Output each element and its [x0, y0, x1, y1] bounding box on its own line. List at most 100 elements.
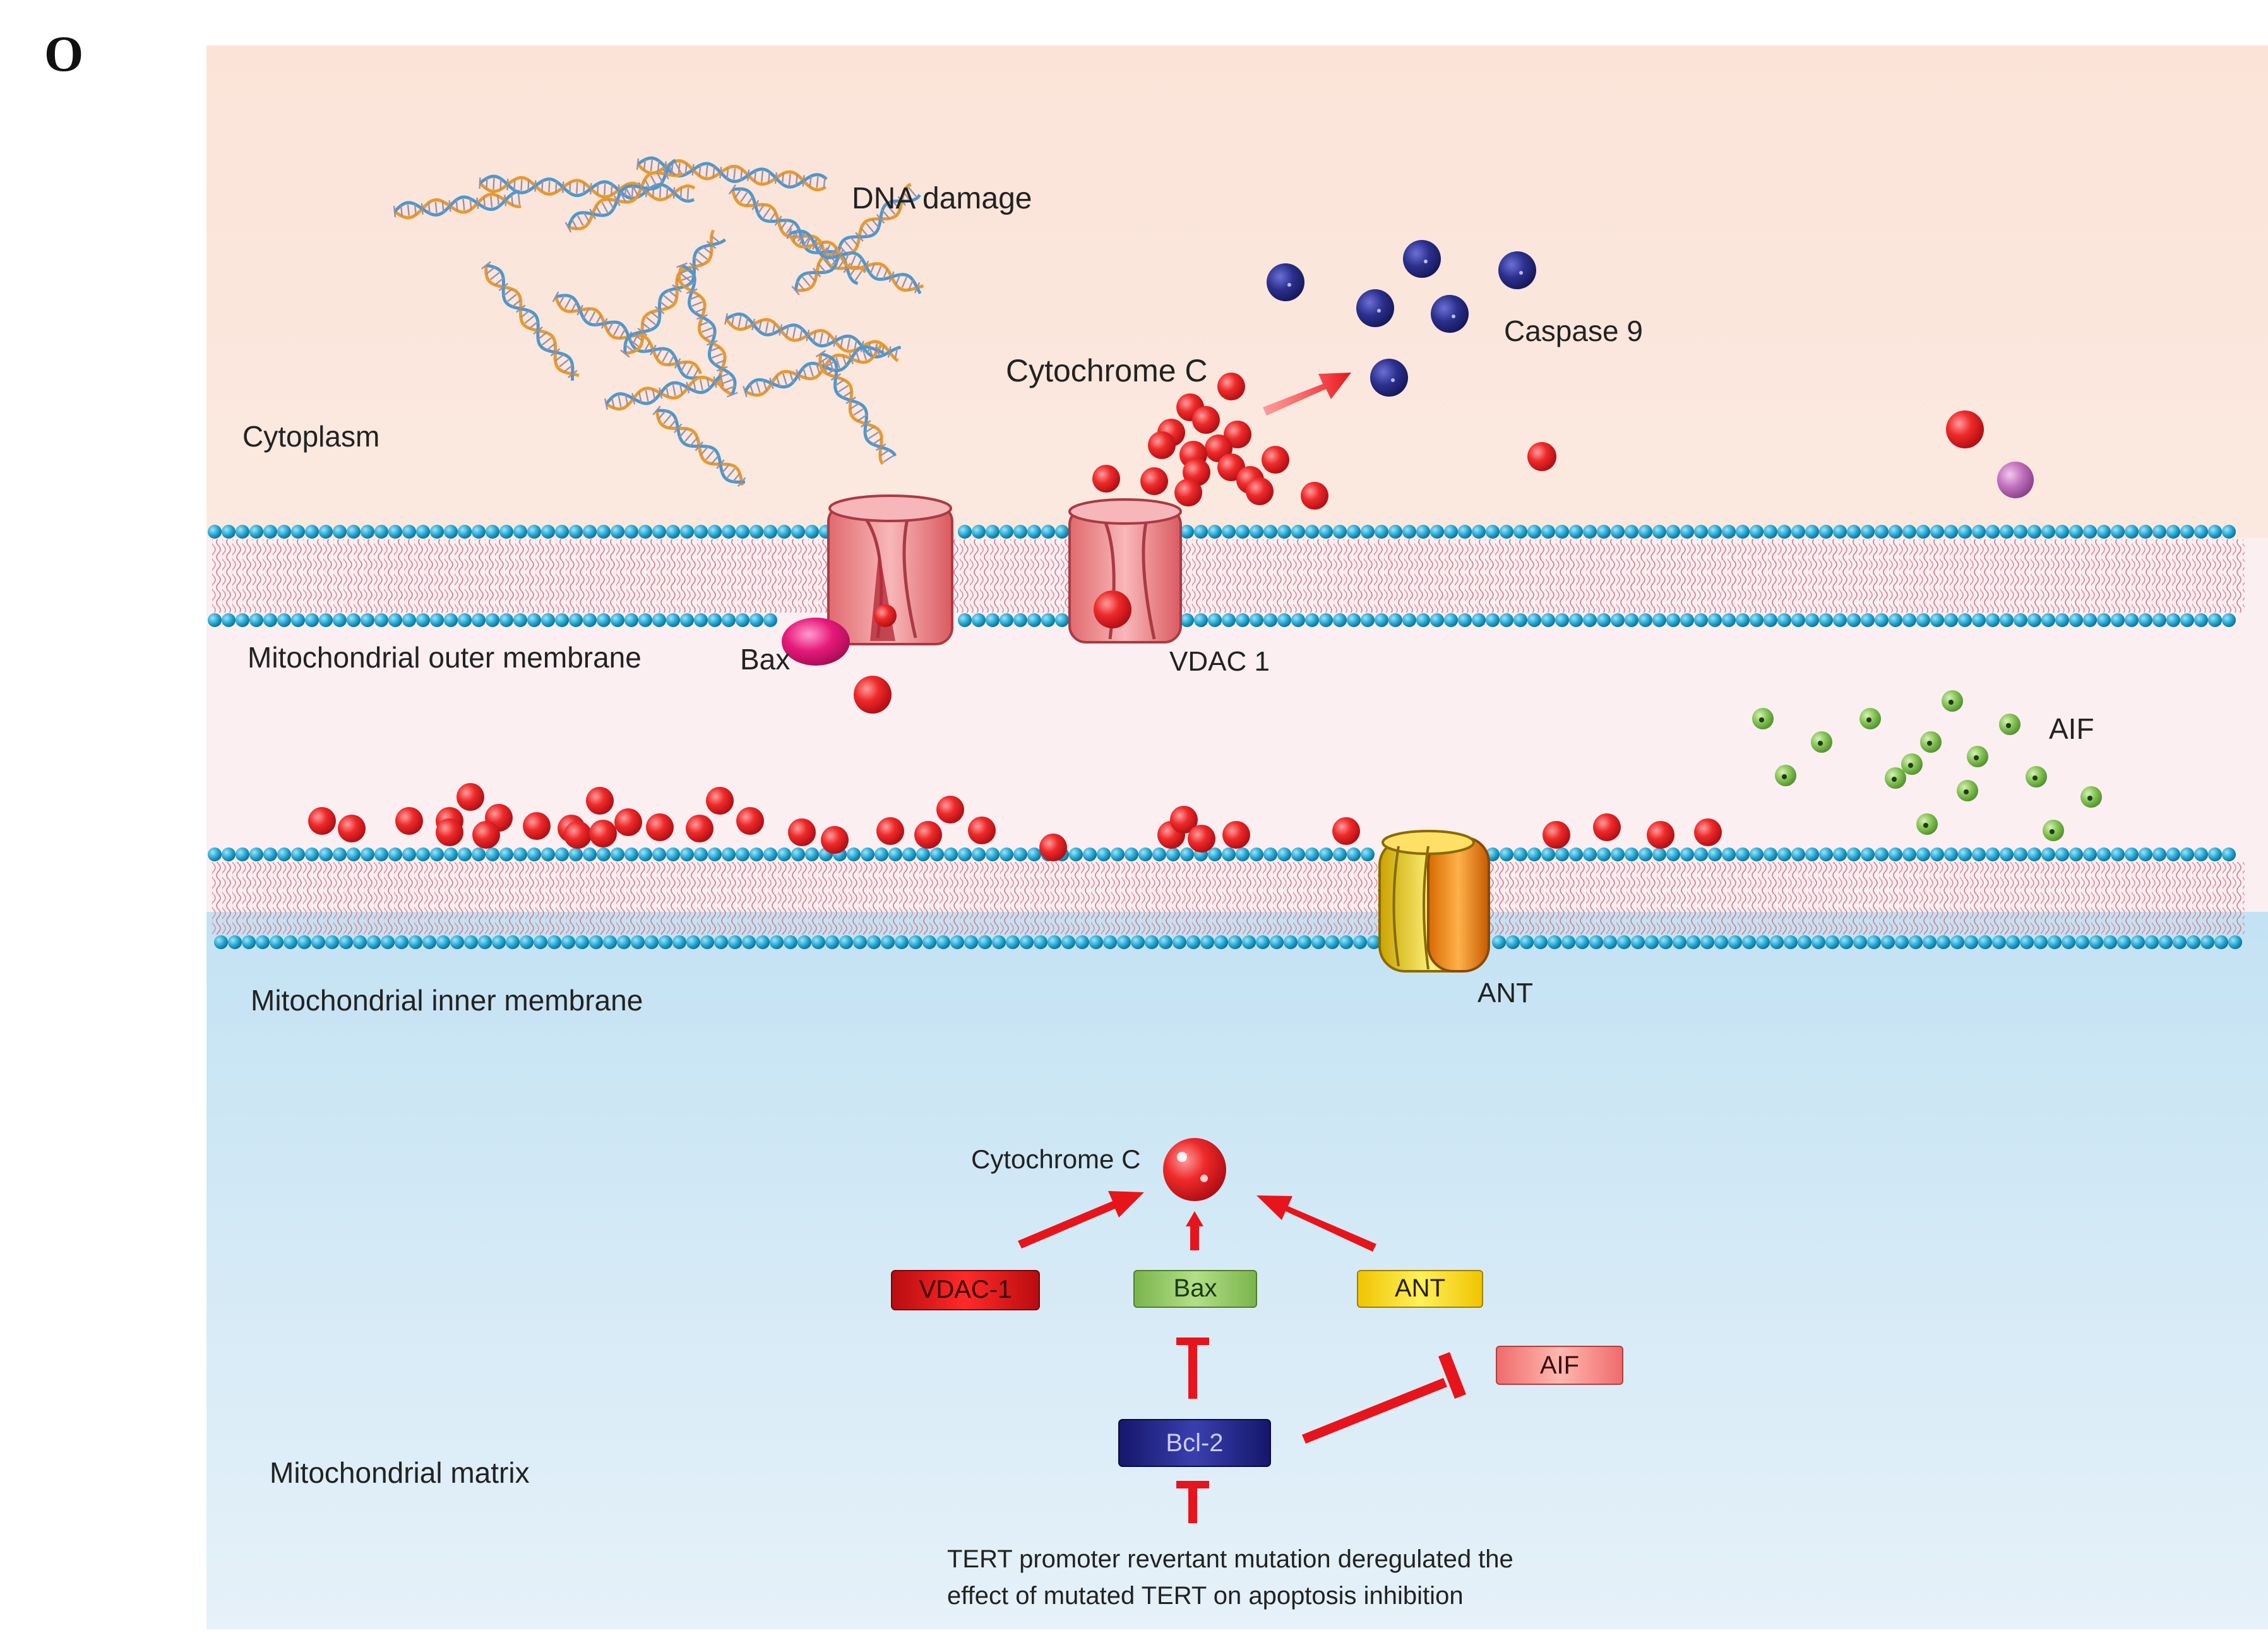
lipid-head	[1333, 613, 1347, 627]
caspase9-highlight	[1519, 271, 1523, 275]
cytochrome-c-intermembrane	[308, 783, 1722, 861]
lipid-head	[1194, 613, 1208, 627]
caspase9-particle	[1370, 359, 1408, 397]
ant-box-label: ANT	[1395, 1274, 1445, 1302]
lipid-head	[1263, 847, 1277, 861]
dna-rung	[696, 314, 708, 320]
lipid-head	[1750, 525, 1764, 539]
dna-rung	[642, 322, 652, 331]
dna-rung	[880, 345, 885, 357]
inhibition-bar-bax	[1176, 1338, 1209, 1399]
dna-rung	[662, 169, 669, 180]
lipid-head	[1930, 525, 1944, 539]
dna-rung	[601, 201, 609, 213]
dna-rung	[845, 397, 856, 404]
dna-strand	[725, 312, 902, 359]
lipid-head	[1611, 613, 1625, 627]
cytochrome-c-top-label: Cytochrome C	[1006, 353, 1208, 388]
dna-rung	[469, 198, 472, 210]
lipid-head	[1902, 847, 1916, 861]
dna-rung	[674, 358, 681, 369]
lipid-head	[1694, 847, 1708, 861]
lipid-head	[1486, 613, 1500, 627]
lipid-head	[541, 613, 555, 627]
dna-rung	[643, 159, 647, 171]
lipid-head	[1902, 613, 1916, 627]
dna-rung	[802, 367, 808, 379]
dna-rung	[849, 402, 860, 410]
lipid-head	[1736, 613, 1750, 627]
cytoplasm-label: Cytoplasm	[242, 420, 379, 453]
lipid-head	[1319, 847, 1333, 861]
outer-membrane-bottom-leaflet	[208, 613, 2236, 627]
lipid-head	[1777, 525, 1791, 539]
dna-rung	[844, 252, 850, 264]
lipid-head	[2131, 935, 2145, 949]
dna-rung	[765, 321, 769, 333]
lipid-head	[1089, 935, 1103, 949]
lipid-head	[2048, 935, 2062, 949]
lipid-head	[472, 613, 486, 627]
lipid-head	[311, 935, 325, 949]
lipid-head	[228, 935, 242, 949]
lipid-head	[867, 935, 881, 949]
dna-rung	[830, 373, 841, 381]
lipid-head	[1700, 935, 1714, 949]
dna-rung	[796, 369, 801, 381]
dna-rung	[668, 354, 675, 366]
lipid-head	[472, 847, 486, 861]
dna-rung	[862, 349, 867, 361]
lipid-head	[1353, 935, 1367, 949]
lipid-head	[861, 847, 874, 861]
lipid-head	[597, 525, 611, 539]
release-arrow	[1263, 373, 1351, 416]
dna-rung	[600, 318, 608, 329]
lipid-head	[722, 525, 736, 539]
lipid-head	[666, 525, 680, 539]
dna-rung	[819, 356, 830, 364]
dna-rung	[876, 266, 882, 277]
lipid-head	[1263, 613, 1277, 627]
dna-rung	[407, 204, 410, 216]
lipid-head	[478, 935, 492, 949]
dna-rung	[902, 191, 912, 201]
lipid-head	[2089, 935, 2103, 949]
dna-rung	[541, 337, 552, 346]
lipid-head	[1875, 525, 1889, 539]
dna-rung	[908, 187, 917, 197]
lipid-head	[1361, 613, 1375, 627]
lipid-head	[811, 935, 825, 949]
aif-particle-dot	[1892, 777, 1897, 782]
lipid-head	[1298, 935, 1311, 949]
lipid-head	[2097, 525, 2111, 539]
lipid-head	[874, 847, 888, 861]
dna-rung	[650, 344, 657, 356]
lipid-head	[1750, 613, 1764, 627]
dna-rung	[843, 263, 851, 273]
dna-rung	[665, 386, 669, 398]
lipid-head	[736, 847, 749, 861]
dna-rung	[427, 202, 431, 214]
cytochrome-c-particle	[586, 787, 614, 815]
lipid-head	[1575, 935, 1589, 949]
lipid-head	[1958, 847, 1972, 861]
dna-rung	[837, 249, 844, 261]
lipid-head	[839, 935, 853, 949]
cytochrome-c-particle	[1647, 821, 1674, 849]
lipid-head	[1617, 935, 1631, 949]
lipid-head	[1930, 613, 1944, 627]
lipid-head	[645, 935, 659, 949]
lipid-head	[1500, 613, 1513, 627]
lipid-head	[2222, 847, 2236, 861]
lipid-head	[624, 525, 638, 539]
lipid-head	[770, 935, 784, 949]
lipid-head	[402, 613, 416, 627]
lipid-head	[222, 525, 236, 539]
lipid-head	[1625, 525, 1638, 539]
lipid-head	[1881, 935, 1895, 949]
dna-rung	[792, 230, 799, 242]
lipid-head	[1250, 847, 1263, 861]
ant-transporter-icon	[1378, 830, 1490, 973]
lipid-head	[1597, 613, 1611, 627]
dna-rung	[727, 468, 736, 478]
